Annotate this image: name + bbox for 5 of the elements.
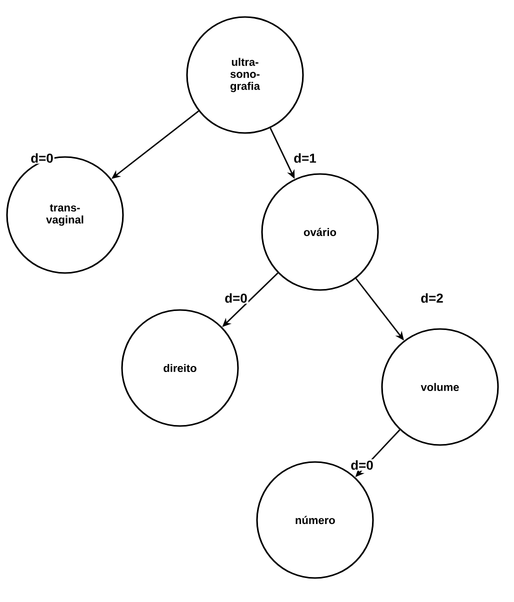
edge-label: d=2 bbox=[420, 292, 444, 304]
edge-label: d=1 bbox=[292, 152, 318, 164]
edge-label: d=0 bbox=[350, 459, 374, 471]
edge-label: d=0 bbox=[30, 152, 54, 164]
edge-label: d=0 bbox=[224, 292, 248, 304]
